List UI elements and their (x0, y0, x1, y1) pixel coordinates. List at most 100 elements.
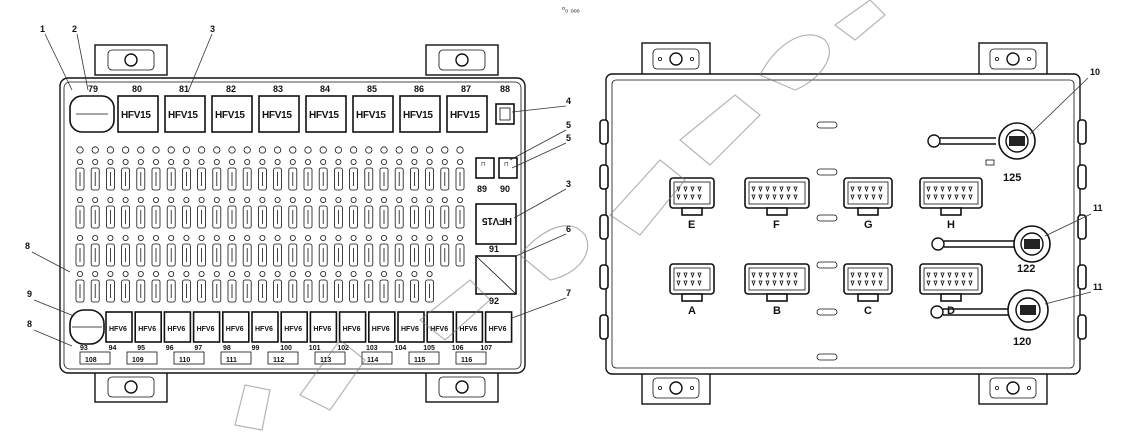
terminal-dot (456, 196, 463, 203)
fuse-slot (166, 279, 176, 303)
side-clips (599, 119, 1087, 340)
connector-f: F (744, 177, 810, 231)
terminal-dot (259, 158, 266, 165)
svg-text:HFV15: HFV15 (356, 110, 386, 121)
terminal-dot (122, 146, 130, 154)
hfv6-relay (338, 311, 367, 343)
terminal-dot (198, 146, 206, 154)
terminal-dot (410, 146, 418, 154)
fuse-slot (242, 243, 252, 267)
terminal-dot (258, 146, 266, 154)
terminal-dot (107, 158, 114, 165)
connector-g: G (843, 177, 893, 231)
fuse-slot (90, 243, 100, 267)
terminal-dot (198, 234, 205, 241)
relay-80: 80 HFV15 (117, 84, 159, 133)
terminal-dot (380, 234, 387, 241)
hfv6-relay-label: HFV6 (138, 326, 156, 333)
fuse-slot (364, 279, 374, 303)
terminal-dot (319, 146, 327, 154)
hfv6-relay-label: HFV6 (430, 326, 448, 333)
callout-5b: 5 (566, 133, 571, 143)
fuse-slot (75, 279, 85, 303)
svg-text:HFV15: HFV15 (168, 110, 198, 121)
terminal-dot (274, 158, 281, 165)
fuse-slot (242, 205, 252, 229)
terminal-dot (380, 146, 388, 154)
fuse-slot (227, 167, 237, 191)
hfv6-relay-label: HFV6 (343, 326, 361, 333)
terminal-dot (426, 234, 433, 241)
terminal-dot (122, 234, 129, 241)
terminal-dot (107, 234, 114, 241)
terminal-dot (244, 234, 251, 241)
terminal-dot (304, 270, 311, 277)
relay-85: 85 HFV15 (352, 84, 394, 133)
relay-79: 79 (69, 84, 115, 133)
fuse-slot (106, 167, 115, 191)
terminal-dot (289, 146, 297, 154)
hfv6-relay-label: HFV6 (313, 326, 331, 333)
terminal-dot (152, 146, 160, 154)
terminal-dot (350, 234, 357, 241)
svg-text:87: 87 (461, 84, 471, 94)
hfv6-relay (280, 311, 309, 343)
svg-text:88: 88 (500, 84, 510, 94)
watermark-outline (234, 0, 886, 431)
fuse-slot (212, 205, 222, 229)
hfv6-relay (192, 311, 221, 343)
terminal-dot (243, 146, 251, 154)
fuse-slot (409, 205, 419, 229)
fuse-slot (425, 167, 435, 191)
fuse-number-box (173, 351, 205, 365)
fuse-slot (90, 205, 100, 229)
terminal-dot (92, 270, 99, 277)
terminal-dot (456, 146, 464, 154)
fuse-slot (364, 243, 374, 267)
fuse-slot (288, 167, 298, 191)
terminal-dot (456, 234, 463, 241)
fuse-slot (349, 279, 359, 303)
mount-ear-right-bottom-1 (641, 371, 711, 405)
callout-5a: 5 (566, 120, 571, 130)
hfv6-relay-label: HFV6 (197, 326, 215, 333)
fuse-number-box (220, 351, 252, 365)
bottom-number: 94 (109, 345, 117, 352)
fuse-slot (318, 243, 328, 267)
fuse-slot (121, 243, 130, 267)
fuse-slot (106, 243, 115, 267)
terminal-dot (244, 270, 251, 277)
fuse-slot (242, 167, 252, 191)
callout-11a: 11 (1093, 203, 1103, 213)
callout-4: 4 (566, 96, 571, 106)
side-relay-91: HFV15 91 (475, 203, 517, 254)
fuse-slot (181, 243, 191, 267)
side-clip (599, 214, 609, 240)
terminal-dot (349, 146, 358, 154)
terminal-dot (213, 270, 220, 277)
terminal-dot (411, 270, 418, 277)
terminal-dot (213, 146, 221, 154)
fuse-slot (455, 205, 465, 229)
hfv6-relay (309, 311, 338, 343)
fuse-number-box (455, 351, 487, 365)
callout-3: 3 (210, 24, 215, 34)
terminal-dot (365, 234, 372, 241)
fuse-slot (106, 205, 115, 229)
left-fuse-box: 79 80 HFV15 81 HFV15 82 HFV15 83 (59, 44, 526, 403)
relay-86: 86 HFV15 (399, 84, 441, 133)
terminal-dot (380, 158, 387, 165)
fuse-slot (303, 279, 313, 303)
fuse-slot (318, 279, 328, 303)
fuse-number: 108 (85, 357, 97, 364)
panel-slot (816, 353, 838, 361)
fuse-slot (121, 205, 130, 229)
terminal-dot (168, 158, 175, 165)
fuse-slot (227, 205, 237, 229)
fuse-slot (136, 205, 146, 229)
fuse-number: 114 (367, 357, 378, 364)
side-clip (1077, 314, 1087, 340)
connector-h: H (919, 177, 983, 231)
